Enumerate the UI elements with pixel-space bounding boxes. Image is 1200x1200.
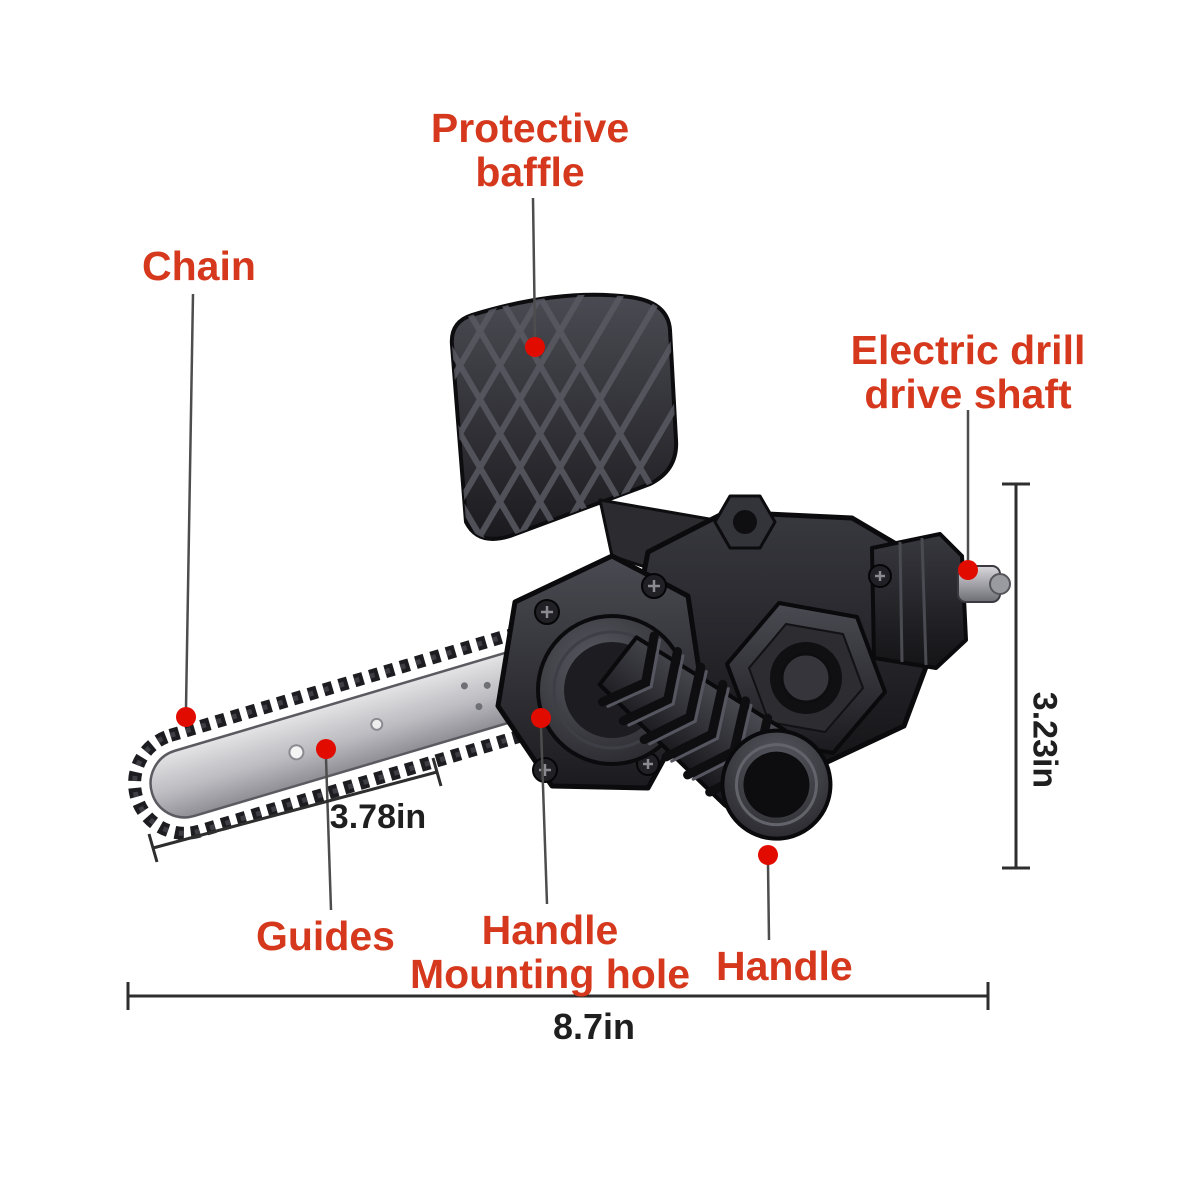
dimension-lines bbox=[126, 482, 1030, 1010]
drive-shaft-label: Electric drill drive shaft bbox=[851, 328, 1086, 417]
screws bbox=[532, 564, 892, 783]
drive-shaft-label-line2: drive shaft bbox=[864, 371, 1072, 418]
leader-line-chain bbox=[184, 293, 195, 709]
handle-grip bbox=[597, 631, 833, 841]
marker-dot-mounting bbox=[531, 708, 551, 728]
dimension-line-bar bbox=[147, 757, 443, 863]
dimension-line-overall bbox=[126, 982, 990, 1010]
handle-mounting-hole-label-line2: Mounting hole bbox=[409, 951, 691, 998]
handle-mounting-hole-label: Handle Mounting hole bbox=[410, 908, 690, 997]
leader-lines bbox=[184, 197, 970, 941]
marker-dot-chain bbox=[176, 707, 196, 727]
leader-line-guides bbox=[324, 757, 333, 911]
leader-line-handle bbox=[766, 863, 771, 941]
protective-baffle-label-line1: Protective bbox=[430, 105, 630, 151]
marker-dot-shaft bbox=[958, 560, 978, 580]
chain-label: Chain bbox=[142, 243, 256, 289]
marker-dot-guides bbox=[316, 739, 336, 759]
marker-dot-handle bbox=[758, 845, 778, 865]
leader-line-baffle bbox=[531, 197, 537, 339]
protective-baffle-label: Protective baffle bbox=[431, 106, 629, 195]
dimension-body-height: 3.23in bbox=[1025, 691, 1064, 789]
top-hex-bolt bbox=[713, 494, 777, 550]
handle-mounting-hole-label-line1: Handle bbox=[481, 907, 619, 953]
handle-label: Handle bbox=[716, 943, 853, 989]
leader-line-mounting bbox=[539, 726, 549, 905]
dimension-line-height bbox=[1002, 482, 1030, 870]
guides-label: Guides bbox=[256, 913, 395, 959]
drive-shaft-label-line1: Electric drill bbox=[850, 327, 1086, 373]
handle-ribs bbox=[597, 631, 773, 797]
marker-dots bbox=[176, 337, 978, 865]
marker-dot-baffle bbox=[525, 337, 545, 357]
drive-shaft-tip bbox=[989, 573, 1011, 595]
protective-baffle-label-line2: baffle bbox=[475, 149, 585, 196]
drive-shaft-assembly bbox=[870, 532, 1011, 670]
bar-hole bbox=[370, 717, 384, 731]
dimension-overall-length: 8.7in bbox=[552, 1006, 636, 1047]
bar-hole bbox=[288, 744, 305, 761]
dimension-guide-bar-length: 3.78in bbox=[329, 798, 427, 836]
